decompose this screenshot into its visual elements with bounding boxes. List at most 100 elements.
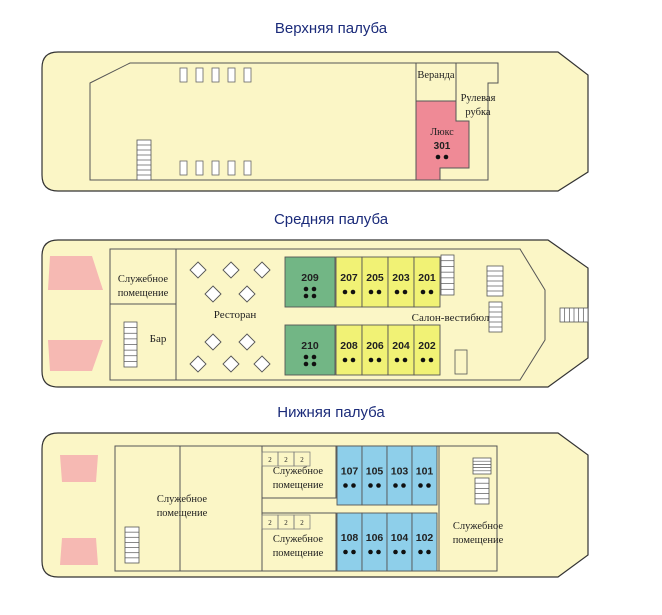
lower-stairs (124, 526, 140, 564)
bed-dot (428, 357, 434, 363)
bed-dot (376, 289, 382, 295)
bed-dot (350, 357, 356, 363)
cabin-number: 108 (341, 532, 359, 544)
cabin-102 (411, 512, 438, 572)
stairs-outline (440, 254, 455, 296)
bed-dot (394, 289, 400, 295)
cabin-number: 106 (366, 532, 384, 544)
bed-dot (402, 357, 408, 363)
bed-dot (376, 549, 381, 555)
cabin-number: 209 (301, 272, 319, 284)
cabin-108 (336, 512, 363, 572)
upper-superstructure (89, 62, 499, 181)
cabin-201 (413, 256, 441, 308)
chair (195, 160, 204, 176)
chair (243, 160, 252, 176)
cabin-105 (361, 445, 388, 506)
small-cell-label: 2 (268, 519, 272, 527)
small-cell (293, 451, 311, 467)
bed-dot (343, 483, 348, 488)
bed-dot (343, 549, 348, 555)
upper-hull (41, 51, 589, 192)
bed-dot (428, 289, 434, 295)
chair (211, 67, 220, 83)
service-lower-top-2: помещение (273, 480, 324, 491)
bed-dot (420, 289, 426, 295)
service-lower-bottom-1: Служебное (273, 534, 323, 545)
cabin-number: 202 (418, 340, 436, 352)
bed-dot (311, 354, 317, 360)
cabin-202 (413, 324, 441, 376)
restaurant-label: Ресторан (214, 309, 257, 321)
bed-dot (426, 549, 431, 555)
cabin-106 (361, 512, 388, 572)
service-room-lower-right (438, 445, 498, 572)
bed-dot (351, 549, 356, 555)
bed-dot (401, 483, 406, 488)
small-cell-label: 2 (300, 456, 304, 464)
cabin-number: 206 (366, 340, 384, 352)
restaurant-table (204, 285, 222, 303)
bed-dot (368, 289, 374, 295)
bed-dot (342, 289, 348, 295)
upper-chairs-top (179, 67, 252, 83)
middle-stairs (440, 254, 504, 375)
bed-dot (303, 286, 309, 292)
service-room-lower-top (261, 445, 337, 499)
cabin-101 (411, 445, 438, 506)
service-lower-left-2: помещение (157, 508, 208, 519)
bed-dot (418, 483, 423, 488)
bed-dot (426, 483, 431, 488)
cabin-206 (361, 324, 389, 376)
middle-deck-title: Средняя палуба (273, 211, 389, 228)
cabin-number: 105 (366, 466, 384, 478)
lobby-fixture (454, 349, 468, 375)
lobby-label: Салон-вестибюль (412, 312, 495, 324)
restaurant-table (253, 355, 271, 373)
cabin-107 (336, 445, 363, 506)
bed-dot (311, 286, 317, 292)
bed-dot (435, 154, 441, 160)
cabin-210 (284, 324, 336, 376)
middle-pink-top (48, 256, 103, 290)
cabin-number: 101 (416, 466, 434, 478)
upper-deck: Веранда Рулевая рубка Люкс 301 (41, 51, 589, 192)
bed-dot (351, 483, 356, 488)
chair (243, 67, 252, 83)
bar-room (109, 303, 177, 381)
bed-dot (401, 549, 406, 555)
restaurant-table (238, 333, 256, 351)
cabin-number: 201 (418, 272, 436, 284)
lower-hull (41, 432, 589, 578)
upper-stairs (136, 139, 152, 181)
restaurant-table (204, 333, 222, 351)
bed-dot (394, 357, 400, 363)
upper-chairs-bottom (179, 160, 252, 176)
bed-dot (402, 289, 408, 295)
cabin-number: 203 (392, 272, 410, 284)
cabin-number: 208 (340, 340, 358, 352)
restaurant-tables (189, 261, 271, 373)
veranda-label: Веранда (417, 70, 455, 81)
cabin-number: 204 (392, 340, 410, 352)
lux-beds (435, 154, 449, 160)
cabin-number: 104 (391, 532, 409, 544)
bed-dot (368, 357, 374, 363)
cabin-number: 207 (340, 272, 358, 284)
restaurant-table (222, 355, 240, 373)
bed-dot (303, 293, 309, 299)
stairs-outline (124, 526, 140, 564)
chair (211, 160, 220, 176)
restaurant-table (222, 261, 240, 279)
small-cell-label: 2 (300, 519, 304, 527)
cabin-207 (335, 256, 363, 308)
wheelhouse-label-2: рубка (465, 107, 491, 118)
chair (227, 67, 236, 83)
lux-label: Люкс (430, 127, 454, 138)
middle-pink-bottom (48, 340, 103, 371)
service-middle-label-2: помещение (118, 288, 169, 299)
